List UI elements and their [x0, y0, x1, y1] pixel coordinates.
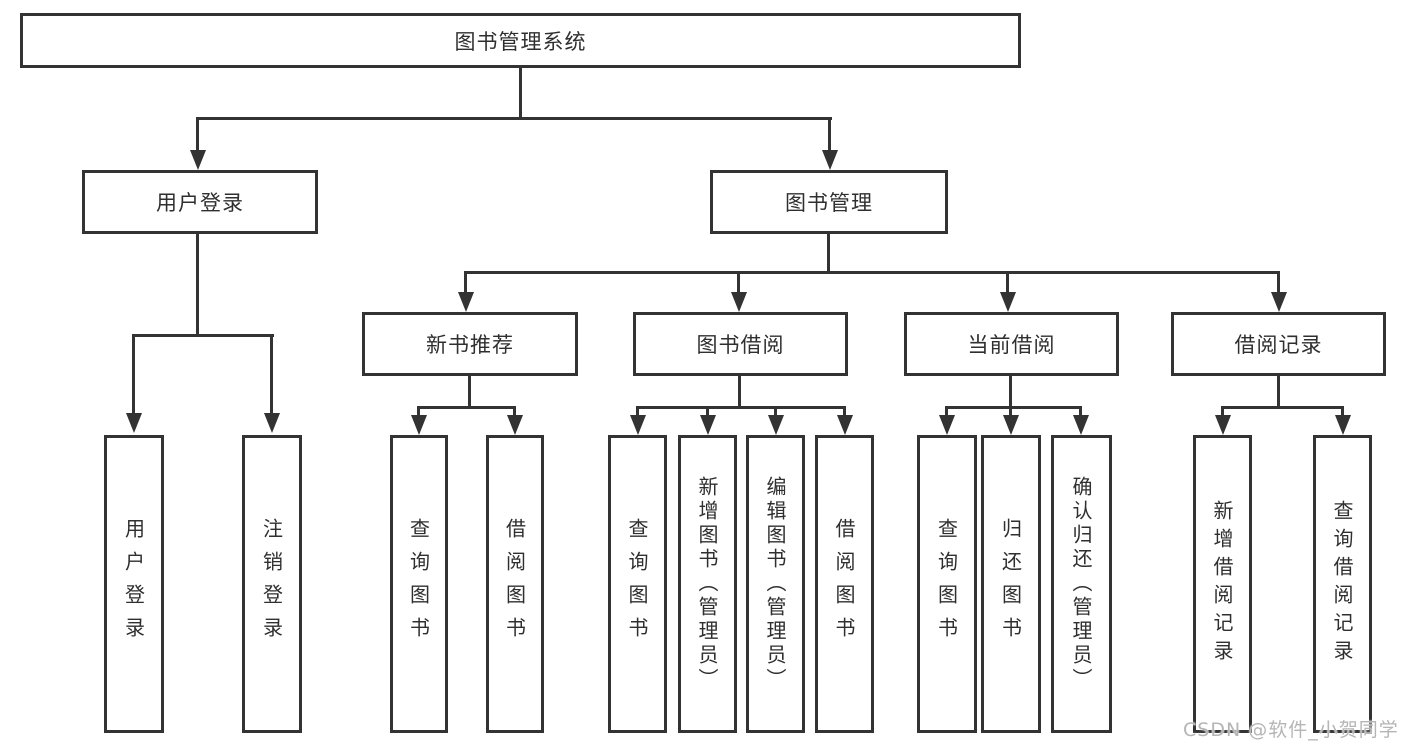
leaf-query-book-1: 查询图书 [390, 435, 448, 733]
connector-new-book-bar [417, 406, 516, 409]
connector-borrow-record-bar [1221, 406, 1344, 409]
arrow-down-icon [1271, 292, 1287, 312]
connector-level3-bar [464, 271, 1280, 274]
connector-leaf-stem [706, 406, 709, 416]
node-new-book-recommend: 新书推荐 [362, 312, 578, 376]
node-book-management: 图书管理 [710, 170, 948, 234]
arrow-down-icon [264, 413, 280, 433]
arrow-down-icon [630, 415, 646, 435]
node-book-borrowing: 图书借阅 [633, 312, 848, 376]
connector-user-login-bar [132, 334, 274, 337]
node-borrowing-records: 借阅记录 [1171, 312, 1386, 376]
connector-leaf-stem [513, 406, 516, 416]
connector-book-borrow-stem [738, 376, 741, 409]
arrow-down-icon [507, 415, 523, 435]
connector-user-login-stem [196, 234, 199, 335]
leaf-borrow-book-1: 借阅图书 [486, 435, 544, 733]
leaf-query-borrow-record: 查询借阅记录 [1313, 435, 1372, 733]
arrow-down-icon [190, 150, 206, 170]
node-user-login: 用户登录 [82, 170, 318, 234]
arrow-down-icon [700, 415, 716, 435]
connector-level2-bar [196, 117, 832, 120]
arrow-down-icon [1003, 415, 1019, 435]
leaf-edit-book-admin: 编辑图书（管理员） [746, 435, 805, 733]
node-library-management-system: 图书管理系统 [20, 13, 1021, 68]
connector-leaf-stem [843, 406, 846, 416]
connector-current-borrow-stem [1009, 376, 1012, 409]
leaf-query-book-2: 查询图书 [608, 435, 667, 733]
connector-to-book-borrow [737, 271, 740, 295]
arrow-down-icon [939, 415, 955, 435]
connector-leaf-stem [945, 406, 948, 416]
csdn-watermark: CSDN @软件_小贺同学 [1183, 719, 1399, 741]
connector-book-management-stem [827, 234, 830, 274]
leaf-borrow-book-2: 借阅图书 [815, 435, 874, 733]
arrow-down-icon [1335, 415, 1351, 435]
arrow-down-icon [411, 415, 427, 435]
connector-to-login-leaf [132, 334, 135, 415]
arrow-down-icon [458, 292, 474, 312]
connector-to-current-borrow [1006, 271, 1009, 295]
leaf-add-borrow-record: 新增借阅记录 [1193, 435, 1252, 733]
leaf-query-book-3: 查询图书 [917, 435, 977, 733]
connector-book-borrow-bar [636, 406, 846, 409]
arrow-down-icon [731, 292, 747, 312]
connector-new-book-stem [468, 376, 471, 409]
connector-root-stem [519, 68, 522, 118]
leaf-logout: 注销登录 [242, 435, 302, 733]
connector-leaf-stem [1079, 406, 1082, 416]
arrow-down-icon [822, 150, 838, 170]
arrow-down-icon [126, 413, 142, 433]
connector-leaf-stem [1009, 406, 1012, 416]
connector-leaf-stem [774, 406, 777, 416]
arrow-down-icon [1073, 415, 1089, 435]
leaf-add-book-admin: 新增图书（管理员） [678, 435, 737, 733]
connector-to-user-login [196, 117, 199, 152]
connector-current-borrow-bar [945, 406, 1082, 409]
connector-borrow-record-stem [1277, 376, 1280, 409]
connector-to-new-book [464, 271, 467, 295]
connector-leaf-stem [1221, 406, 1224, 416]
connector-leaf-stem [1341, 406, 1344, 416]
arrow-down-icon [837, 415, 853, 435]
connector-leaf-stem [636, 406, 639, 416]
connector-to-logout-leaf [270, 334, 273, 415]
connector-leaf-stem [417, 406, 420, 416]
arrow-down-icon [1215, 415, 1231, 435]
leaf-user-login: 用户登录 [104, 435, 164, 733]
arrow-down-icon [768, 415, 784, 435]
leaf-confirm-return-admin: 确认归还（管理员） [1051, 435, 1112, 733]
connector-to-borrow-record [1277, 271, 1280, 295]
node-current-borrowing: 当前借阅 [904, 312, 1119, 376]
arrow-down-icon [1000, 292, 1016, 312]
connector-to-book-management [828, 117, 831, 152]
leaf-return-book: 归还图书 [981, 435, 1041, 733]
